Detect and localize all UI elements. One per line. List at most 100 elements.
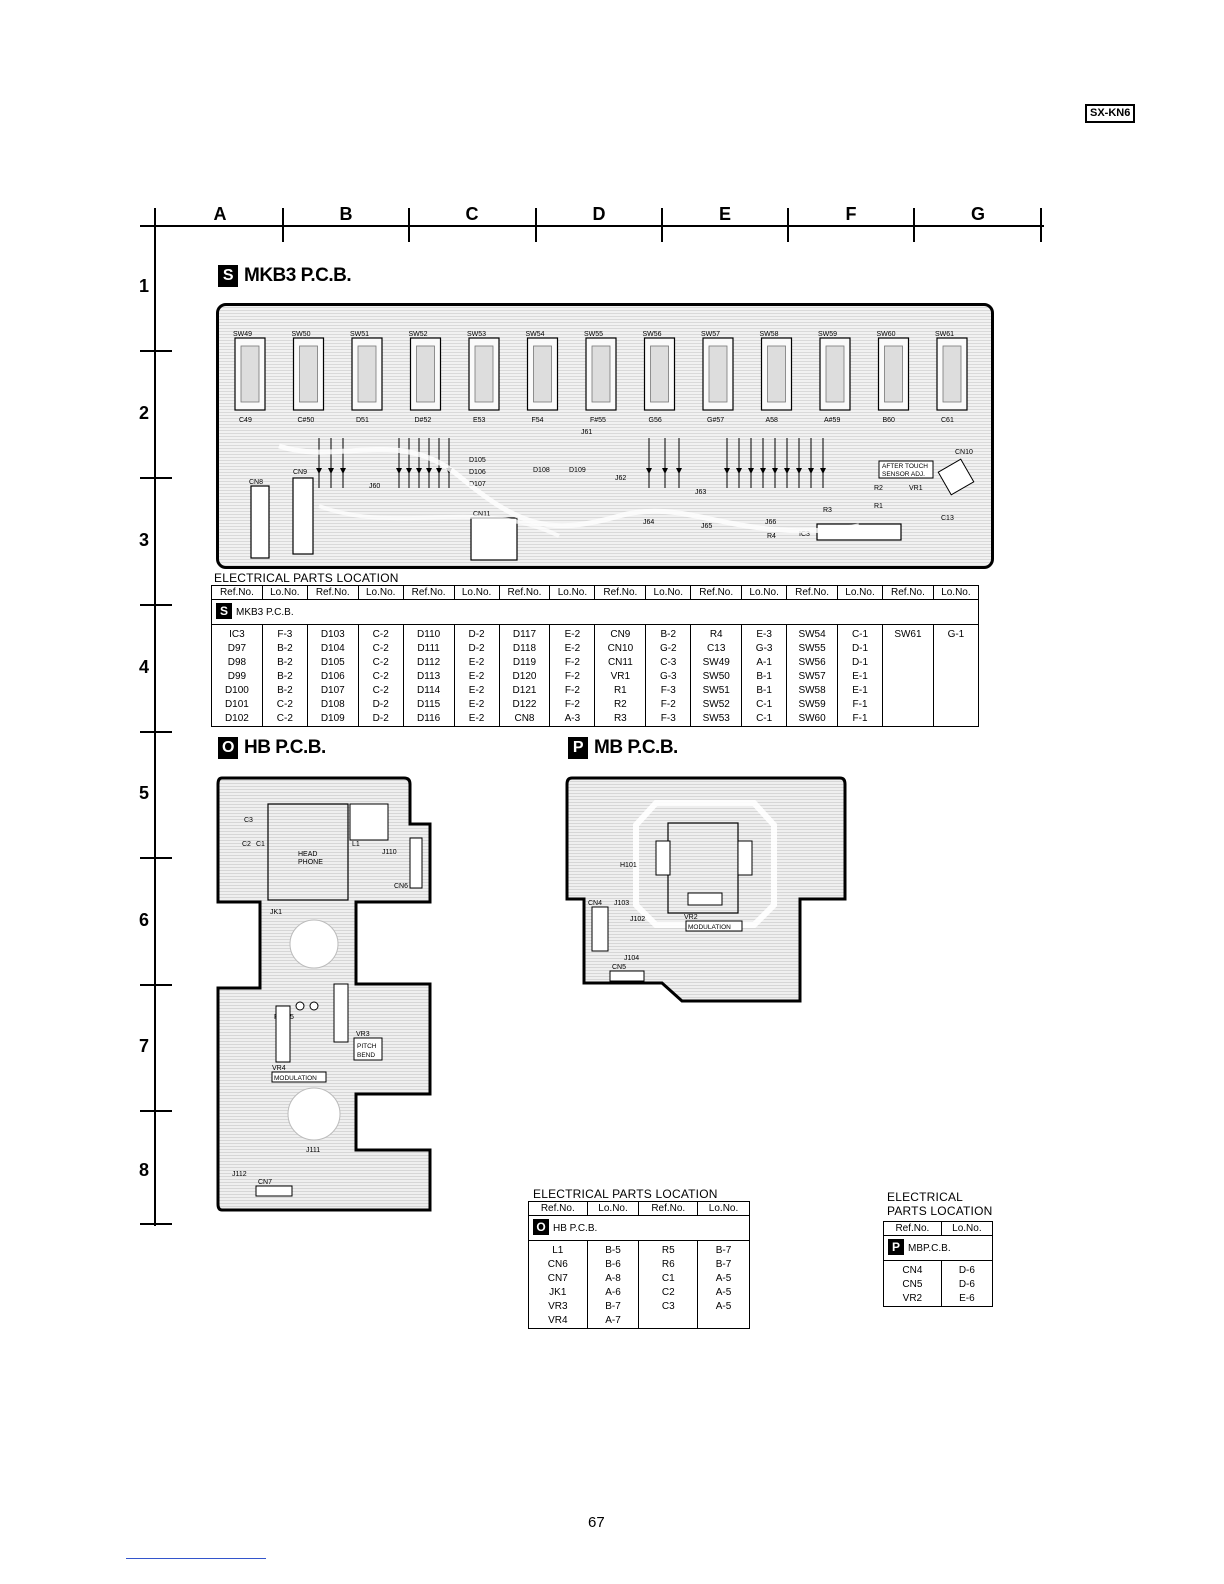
lo-no-cell	[697, 1314, 750, 1329]
row-label-6: 6	[138, 910, 149, 930]
switch-label: SW54	[526, 331, 545, 338]
cn7-label: CN7	[258, 1179, 272, 1186]
ref-no-cell	[882, 642, 934, 656]
lo-no-cell: C-2	[357, 684, 404, 698]
j103-label: J103	[614, 900, 629, 907]
table-section-cell: S MKB3 P.C.B.	[211, 599, 979, 625]
ref-no-cell: CN7	[528, 1272, 588, 1286]
diode-symbol	[436, 468, 442, 474]
lo-no-cell: E-2	[453, 656, 500, 670]
ref-no-cell: R4	[690, 624, 743, 642]
column-label-b: B	[339, 204, 353, 224]
ref-no-cell: SW50	[690, 670, 743, 684]
r6-pad	[295, 1001, 305, 1011]
ref-no-header: Ref.No.	[882, 585, 934, 600]
ref-no-cell: SW60	[786, 712, 838, 727]
grid-row-tick	[140, 604, 172, 606]
ref-no-cell: CN9	[594, 624, 647, 642]
h101-label: H101	[620, 862, 637, 869]
cn4-label: CN4	[588, 900, 602, 907]
headphone-label-1: HEAD	[298, 851, 317, 858]
row-label-8: 8	[138, 1160, 149, 1180]
mb-modulation-box	[685, 920, 743, 932]
lo-no-cell: F-1	[836, 712, 884, 727]
ref-no-cell: D106	[306, 670, 359, 684]
ref-no-cell: D98	[211, 656, 263, 670]
note-label: C49	[239, 417, 252, 424]
ref-no-cell	[882, 670, 934, 684]
section-badge-s: S	[218, 265, 238, 287]
cn4-connector	[591, 906, 609, 952]
ref-no-cell: D113	[402, 670, 455, 684]
lo-no-cell: G-3	[645, 670, 692, 684]
key-switch-contact	[533, 345, 552, 403]
table-section-row: S MKB3 P.C.B.	[211, 599, 979, 625]
lo-no-cell: B-1	[741, 684, 788, 698]
ref-no-cell: D112	[402, 656, 455, 670]
grid-row-tick	[140, 857, 172, 859]
cn9-connector	[292, 477, 314, 555]
grid-row-tick	[140, 731, 172, 733]
row-label-1: 1	[138, 276, 149, 296]
lo-no-cell: G-2	[645, 642, 692, 656]
column-label-e: E	[718, 204, 731, 224]
table-section-title: MKB3 P.C.B.	[236, 607, 294, 618]
lo-no-cell: B-7	[697, 1240, 750, 1258]
lo-no-header: Lo.No.	[453, 585, 500, 600]
row-label-5: 5	[138, 783, 149, 803]
aftertouch-box	[878, 460, 934, 479]
ref-no-cell: SW55	[786, 642, 838, 656]
note-label: C61	[941, 417, 954, 424]
mb-trace-ring	[633, 800, 777, 928]
lo-no-header: Lo.No.	[940, 1221, 994, 1236]
ref-no-cell: VR3	[528, 1300, 588, 1314]
ref-no-cell: C2	[638, 1286, 699, 1300]
l1-coil	[349, 803, 389, 841]
key-switch-contact	[240, 345, 260, 403]
lo-no-cell: B-7	[586, 1300, 640, 1314]
section-badge: S	[216, 603, 232, 619]
note-label: D51	[356, 417, 369, 424]
ic3-label: IC3	[799, 531, 810, 538]
section-badge: O	[533, 1219, 549, 1235]
vr1-component	[937, 458, 975, 496]
lo-no-cell: B-1	[741, 670, 788, 684]
j60-label: J60	[369, 483, 380, 490]
ref-no-header: Ref.No.	[786, 585, 838, 600]
lo-no-cell: G-1	[932, 624, 980, 642]
mkb3-title: MKB3 P.C.B.	[244, 265, 352, 286]
grid-column-tick	[913, 208, 915, 242]
ref-no-cell: C3	[638, 1300, 699, 1314]
ref-no-cell: SW61	[882, 624, 934, 642]
diode-symbol	[416, 468, 422, 474]
lo-no-header: Lo.No.	[357, 585, 404, 600]
headphone-jack	[267, 803, 349, 901]
pitch-bend-box	[353, 1037, 383, 1061]
key-switch-contact	[767, 345, 786, 403]
diode-symbol	[676, 468, 682, 474]
r5-pad	[309, 1001, 319, 1011]
mb-location-title-1: ELECTRICAL	[887, 1190, 964, 1204]
d107-label: D107	[469, 481, 486, 488]
lo-no-cell: F-3	[645, 684, 692, 698]
lo-no-cell: A-1	[741, 656, 788, 670]
cn10-label: CN10	[955, 449, 973, 456]
lo-no-cell: A-3	[549, 712, 596, 727]
mkb3-switch-group: SW49C49SW50C#50SW51D51SW52D#52SW53E53SW5…	[233, 331, 968, 424]
diode-symbol	[316, 468, 322, 474]
column-label-f: F	[845, 204, 857, 224]
ref-no-cell: D105	[306, 656, 359, 670]
ref-no-cell: D116	[402, 712, 455, 727]
vr3-label: VR3	[356, 1031, 370, 1038]
ref-no-cell: D115	[402, 698, 455, 712]
c1-label: C1	[256, 841, 265, 848]
switch-label: SW56	[643, 331, 662, 338]
